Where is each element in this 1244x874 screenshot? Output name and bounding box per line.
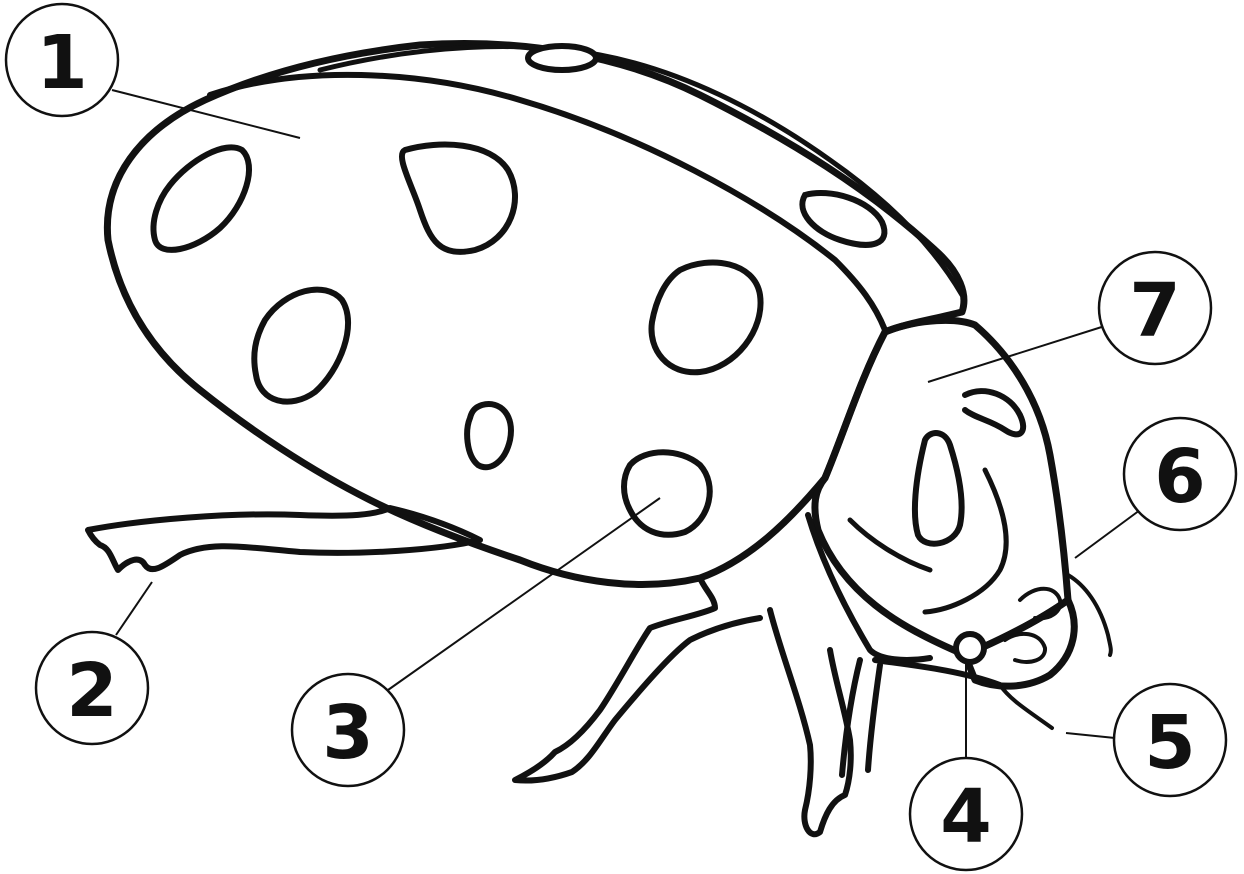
leader-line-5 [1066,733,1115,738]
callout-7: 7 [1099,252,1211,364]
callout-number: 6 [1154,434,1206,520]
callout-number: 7 [1129,268,1181,354]
spot-3 [254,290,348,402]
callout-2: 2 [36,632,148,744]
callout-number: 5 [1144,700,1196,786]
pronotum-marking-1 [965,391,1023,434]
ladybug-illustration [88,43,1111,834]
leader-line-6 [1075,510,1140,558]
callout-number: 2 [66,648,118,734]
wing-cover-outline [107,43,964,584]
callout-number: 1 [36,20,88,106]
leader-lines [112,90,1140,760]
spot-2 [402,145,515,252]
callout-5: 5 [1114,684,1226,796]
callout-6: 6 [1124,418,1236,530]
antenna-2 [1000,685,1052,728]
spot-5 [651,262,760,372]
callout-1: 1 [6,4,118,116]
spot-4 [467,404,511,467]
middle-leg [770,610,851,834]
front-leg [515,578,760,781]
pronotum-spot [915,433,962,544]
top-spot [528,46,596,70]
spot-6 [624,452,710,535]
extended-wing [88,508,480,570]
callout-number: 4 [940,774,992,860]
callout-3: 3 [292,674,404,786]
eye [956,634,984,662]
leader-line-2 [116,582,152,635]
head-marking-2 [1005,634,1045,662]
callout-4: 4 [910,758,1022,870]
spot-1 [153,147,249,250]
callout-number: 3 [322,690,374,776]
